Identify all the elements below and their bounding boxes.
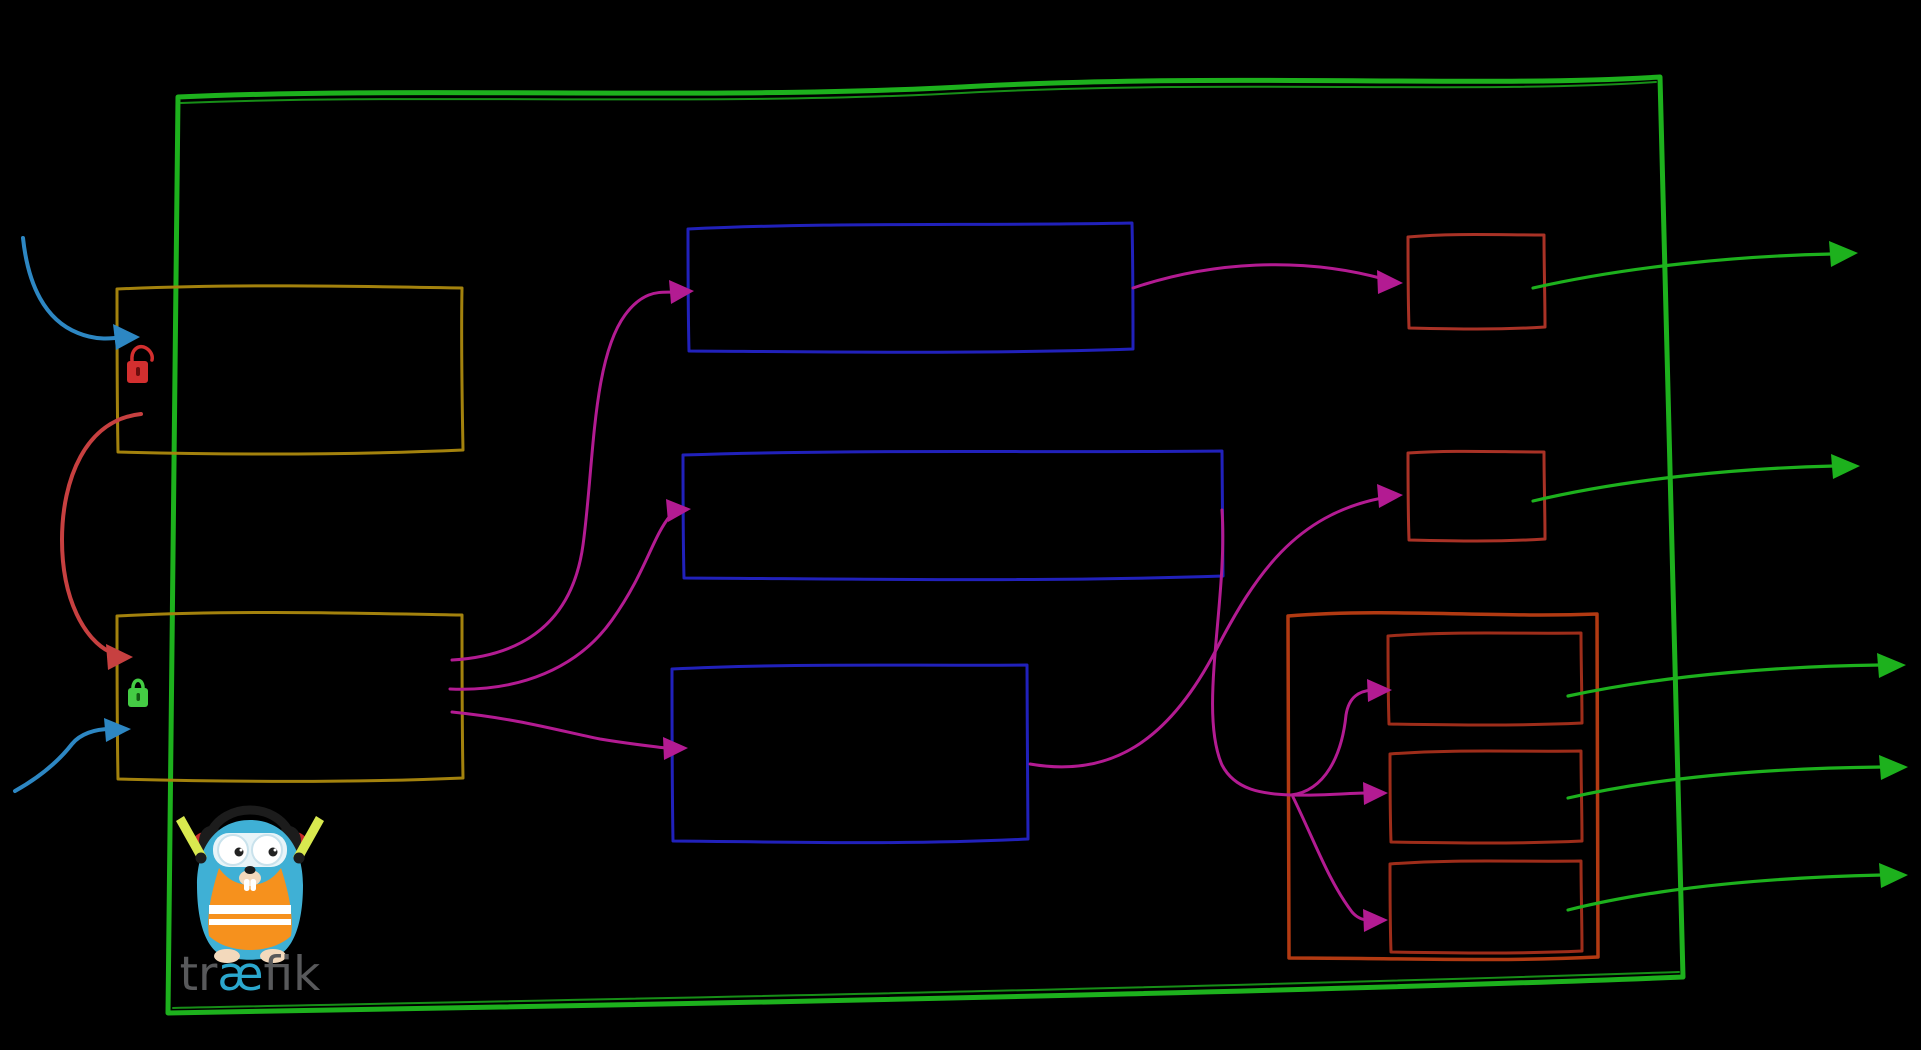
vest-stripe-1 [209, 905, 291, 914]
entry-to-router-2-arrow [448, 499, 691, 691]
network-boundary-outline-3 [172, 971, 1680, 1009]
open-lock-shackle [130, 344, 154, 363]
cluster-branch-server-1-head [1367, 679, 1392, 702]
router-3-to-service-2-head [1377, 484, 1403, 508]
wordmark-fik: fik [264, 947, 322, 1002]
router-1-box [686, 221, 1135, 354]
router-2-to-cluster-shaft [1211, 508, 1293, 797]
traefik-logo: træfik [176, 805, 324, 1002]
entry-to-router-3-head [663, 737, 688, 760]
closed-lock-shackle [131, 678, 145, 692]
pupil-left [234, 847, 244, 857]
server-1-box [1386, 631, 1584, 727]
https-redirect-arrow-head [106, 644, 133, 670]
service-1-exit-shaft [1531, 252, 1834, 290]
closed-lock-keyhole [136, 693, 140, 701]
server-3-box [1388, 859, 1584, 955]
service-cluster-box [1286, 611, 1600, 962]
gopher-hand-left [195, 852, 207, 864]
entrypoint-websecure-box [115, 610, 465, 783]
server-2-box [1388, 749, 1584, 845]
server-3-exit-arrow [1566, 863, 1908, 912]
headphone-band [205, 805, 295, 839]
vest-stripe-2 [209, 919, 291, 925]
cluster-branch-server-3-head [1363, 909, 1388, 932]
incoming-request-arrow-bottom [13, 718, 131, 793]
entry-to-router-2-shaft [448, 514, 672, 691]
service-1-exit-head [1829, 241, 1858, 267]
incoming-request-arrow-top-shaft [21, 236, 124, 341]
cluster-branch-server-3-shaft [1291, 795, 1371, 922]
server-3-exit-shaft [1566, 873, 1884, 912]
wordmark-ae: æ [217, 947, 263, 1002]
entry-to-router-1-shaft [450, 290, 676, 662]
gopher-tooth-right [250, 879, 256, 891]
network-boundary-outline [165, 74, 1686, 1016]
incoming-request-arrow-top [21, 236, 140, 350]
server-1-exit-arrow [1566, 653, 1906, 698]
wordmark-tr: tr [180, 947, 218, 1002]
entry-to-router-3-arrow [450, 710, 688, 760]
gopher-foot-left [214, 949, 240, 963]
entry-to-router-1-head [669, 280, 694, 304]
goggle-eye-left [217, 834, 249, 866]
router-1-to-service-1-shaft [1131, 263, 1386, 290]
service-cluster [1286, 611, 1600, 962]
server-2-exit-arrow [1566, 755, 1908, 800]
entry-to-router-3-shaft [450, 710, 667, 750]
gopher-tooth-left [244, 879, 250, 891]
pupil-glint-left [239, 848, 243, 852]
network-boundary-outline-2 [180, 81, 1657, 104]
goggle-eye-right [251, 834, 283, 866]
cluster-branch-server-2-shaft [1289, 791, 1370, 797]
router-2-box [681, 449, 1225, 582]
traefik-wordmark: træfik [180, 947, 322, 1002]
baton-right [293, 816, 324, 862]
service-1-box [1406, 233, 1547, 331]
gopher-nose [244, 866, 256, 874]
router-3-box [670, 663, 1030, 845]
open-lock-icon [127, 344, 154, 383]
https-redirect-arrow [60, 412, 143, 670]
service-1-exit-arrow [1531, 241, 1858, 290]
closed-lock-icon [128, 678, 148, 707]
service-2-exit-arrow [1531, 454, 1860, 503]
network-boundary-box [165, 74, 1686, 1016]
service-2-box [1406, 449, 1547, 543]
entry-to-router-2-head [666, 499, 691, 522]
server-3-exit-head [1879, 863, 1908, 888]
entrypoint-web-box [115, 284, 465, 456]
service-2-exit-head [1831, 454, 1860, 479]
server-1-exit-shaft [1566, 663, 1882, 698]
open-lock-keyhole [136, 367, 140, 376]
router-3-to-service-2-shaft [1028, 496, 1384, 769]
service-2-exit-shaft [1531, 464, 1836, 503]
router-1-to-service-1-arrow [1131, 263, 1403, 294]
server-2-exit-shaft [1566, 765, 1884, 800]
incoming-request-arrow-bottom-shaft [13, 727, 112, 793]
pupil-right [268, 847, 278, 857]
entry-to-router-1-arrow [450, 280, 694, 662]
router-1-to-service-1-head [1377, 270, 1403, 294]
baton-left [176, 816, 207, 862]
router-2-to-cluster-arrow [1211, 508, 1392, 932]
pupil-glint-right [273, 848, 277, 852]
gopher-foot-right [260, 949, 286, 963]
server-2-exit-head [1879, 755, 1908, 780]
https-redirect-arrow-shaft [60, 412, 143, 654]
server-1-exit-head [1877, 653, 1906, 678]
incoming-request-arrow-top-head [113, 324, 140, 350]
cluster-branch-server-1-shaft [1289, 688, 1374, 797]
cluster-branch-server-2-head [1363, 782, 1388, 805]
incoming-request-arrow-bottom-head [104, 718, 131, 742]
gopher-hand-right [293, 852, 305, 864]
